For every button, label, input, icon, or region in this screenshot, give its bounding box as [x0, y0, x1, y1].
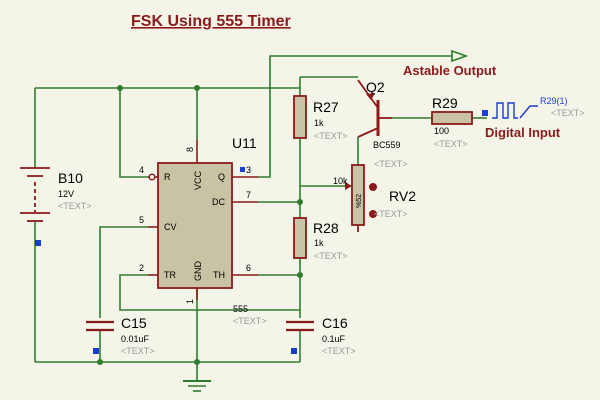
- ic-value: 555: [233, 304, 248, 314]
- battery-text: <TEXT>: [58, 201, 92, 211]
- pin-name-tr: TR: [164, 270, 176, 280]
- pin-marker: [482, 110, 488, 116]
- junctions: [97, 85, 303, 365]
- digital-input-label: Digital Input: [485, 125, 561, 140]
- digital-generator: R29(1) <TEXT>: [482, 96, 585, 119]
- transistor-q2: Q2 BC559 <TEXT>: [357, 79, 408, 169]
- pin-marker: [35, 240, 41, 246]
- c16-ref: C16: [322, 315, 348, 331]
- ic-555-u11: R CV TR Q DC TH VCC GND 4 5 2 3 7 6 8 1 …: [139, 135, 267, 326]
- r27-ref: R27: [313, 99, 339, 115]
- c15-value: 0.01uF: [121, 334, 150, 344]
- generator-ref: R29(1): [540, 96, 568, 106]
- generator-text: <TEXT>: [551, 108, 585, 118]
- wires: [34, 55, 487, 380]
- pin-marker: [240, 167, 245, 172]
- r27-text: <TEXT>: [314, 131, 348, 141]
- pin-name-th: TH: [213, 270, 225, 280]
- ic-text: <TEXT>: [233, 316, 267, 326]
- pin-number-6: 6: [246, 263, 251, 273]
- c15-text: <TEXT>: [121, 346, 155, 356]
- pin-number-8: 8: [185, 147, 195, 152]
- q2-ref: Q2: [366, 79, 385, 95]
- pin-marker: [291, 348, 297, 354]
- astable-output-terminal: Astable Output: [403, 49, 497, 78]
- pin-name-dc: DC: [212, 197, 225, 207]
- pin-number-2: 2: [139, 263, 144, 273]
- increment-knob: [369, 210, 377, 218]
- ic-ref: U11: [232, 135, 257, 151]
- q2-text: <TEXT>: [374, 159, 408, 169]
- decrement-knob: [369, 183, 377, 191]
- rv2-wiper: %52: [356, 194, 363, 208]
- r28-value: 1k: [314, 238, 324, 248]
- ground-symbol: [183, 380, 211, 392]
- c16-value: 0.1uF: [322, 334, 346, 344]
- pin-number-7: 7: [246, 190, 251, 200]
- battery-ref: B10: [58, 170, 83, 186]
- battery-value: 12V: [58, 189, 74, 199]
- resistor-r28: R28 1k <TEXT>: [293, 217, 348, 261]
- r27-value: 1k: [314, 118, 324, 128]
- pin-name-vcc: VCC: [193, 170, 203, 190]
- c16-text: <TEXT>: [322, 346, 356, 356]
- rv2-value: 10k: [333, 176, 348, 186]
- rv2-text: <TEXT>: [374, 209, 408, 219]
- q2-value: BC559: [373, 140, 401, 150]
- capacitor-c16: C16 0.1uF <TEXT>: [286, 315, 356, 356]
- pin-name-gnd: GND: [193, 261, 203, 282]
- resistor-r29: R29 100 <TEXT>: [431, 95, 473, 149]
- pin-marker: [93, 348, 99, 354]
- diagram-title: FSK Using 555 Timer: [131, 13, 291, 30]
- c15-ref: C15: [121, 315, 147, 331]
- r29-value: 100: [434, 126, 449, 136]
- pin-number-1: 1: [185, 299, 195, 304]
- rv2-ref: RV2: [389, 188, 416, 204]
- pin-name-cv: CV: [164, 222, 177, 232]
- r28-ref: R28: [313, 220, 339, 236]
- pin-name-q: Q: [218, 172, 225, 182]
- pin-number-3: 3: [246, 165, 251, 175]
- r29-text: <TEXT>: [434, 139, 468, 149]
- pin-number-5: 5: [139, 215, 144, 225]
- resistor-r27: R27 1k <TEXT>: [293, 95, 348, 141]
- capacitor-c15: C15 0.01uF <TEXT>: [86, 315, 155, 356]
- pin-name-r: R: [164, 172, 171, 182]
- battery-b10: B10 12V <TEXT>: [20, 167, 92, 246]
- r29-ref: R29: [432, 95, 458, 111]
- potentiometer-rv2: %52 10k RV2 <TEXT>: [333, 164, 416, 232]
- pin-number-4: 4: [139, 165, 144, 175]
- astable-output-label: Astable Output: [403, 63, 497, 78]
- r28-text: <TEXT>: [314, 251, 348, 261]
